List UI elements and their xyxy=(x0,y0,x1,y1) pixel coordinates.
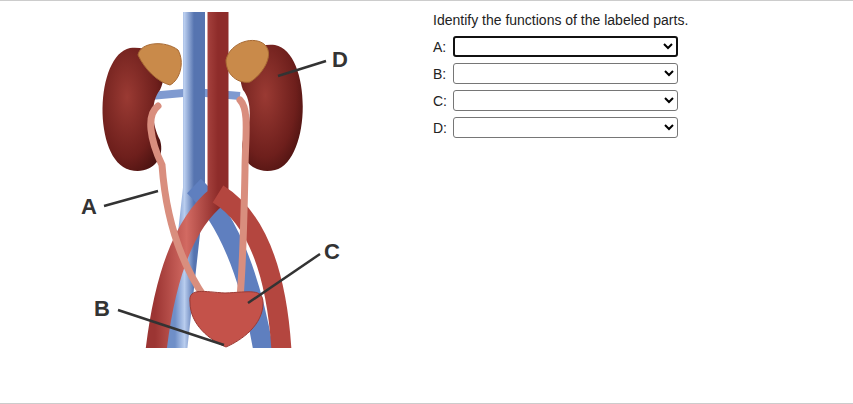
callout-letter: C xyxy=(324,241,340,263)
callout-letter: B xyxy=(94,298,110,320)
answer-label: C: xyxy=(433,94,447,108)
answer-label: B: xyxy=(433,67,446,81)
callout-letter: D xyxy=(332,49,348,71)
callout-letter: A xyxy=(81,196,97,218)
answer-label: A: xyxy=(433,40,446,54)
answer-dropdown xyxy=(453,117,678,138)
answer-dropdown xyxy=(453,63,678,84)
frame-line xyxy=(0,403,853,404)
answer-label: D: xyxy=(433,121,447,135)
instruction-text: Identify the functions of the labeled pa… xyxy=(433,13,688,27)
frame-line xyxy=(0,0,853,1)
answer-dropdown xyxy=(453,36,678,57)
answer-dropdown xyxy=(453,90,678,111)
